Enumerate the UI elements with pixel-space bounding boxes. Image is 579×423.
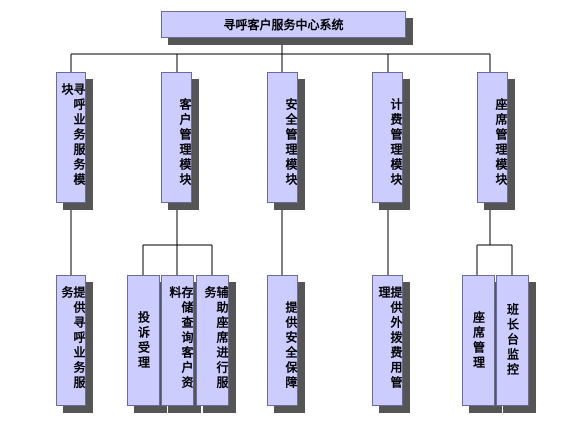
root-label: 寻呼客户服务中心系统 <box>223 18 344 32</box>
module-label: 座席管理模块 <box>494 97 508 188</box>
leaf-label: 提供寻呼业务服务 <box>60 286 86 391</box>
leaf-supervisor-monitoring: 班长台监控 <box>496 275 529 406</box>
module-billing-management: 计费管理模块 <box>372 72 403 203</box>
leaf-label: 提供外拨费用管理 <box>377 286 403 391</box>
module-label: 计费管理模块 <box>389 97 403 188</box>
leaf-agent-management: 座席管理 <box>462 275 495 406</box>
module-customer-management: 客户管理模块 <box>161 72 192 203</box>
module-security-management: 安全管理模块 <box>267 72 298 203</box>
module-label: 安全管理模块 <box>284 97 298 188</box>
leaf-paging-service: 提供寻呼业务服务 <box>56 275 86 406</box>
leaf-label: 存储查询客户资料 <box>168 286 194 391</box>
module-agent-management: 座席管理模块 <box>477 72 508 203</box>
leaf-label: 提供安全保障 <box>284 300 298 391</box>
module-label: 寻呼业务服务模块 <box>60 83 86 188</box>
leaf-label: 座席管理 <box>471 310 486 371</box>
module-paging-service: 寻呼业务服务模块 <box>56 72 86 203</box>
leaf-label: 班长台监控 <box>505 303 520 378</box>
leaf-assist-agent-service: 辅助座席进行服务 <box>196 275 229 406</box>
leaf-label: 投诉受理 <box>136 310 151 371</box>
leaf-label: 辅助座席进行服务 <box>203 286 229 391</box>
root-node: 寻呼客户服务中心系统 <box>161 11 406 38</box>
leaf-complaint-handling: 投诉受理 <box>127 275 160 406</box>
leaf-security-assurance: 提供安全保障 <box>267 275 298 406</box>
leaf-outbound-billing: 提供外拨费用管理 <box>372 275 403 406</box>
module-label: 客户管理模块 <box>178 97 192 188</box>
leaf-customer-data-query: 存储查询客户资料 <box>161 275 194 406</box>
